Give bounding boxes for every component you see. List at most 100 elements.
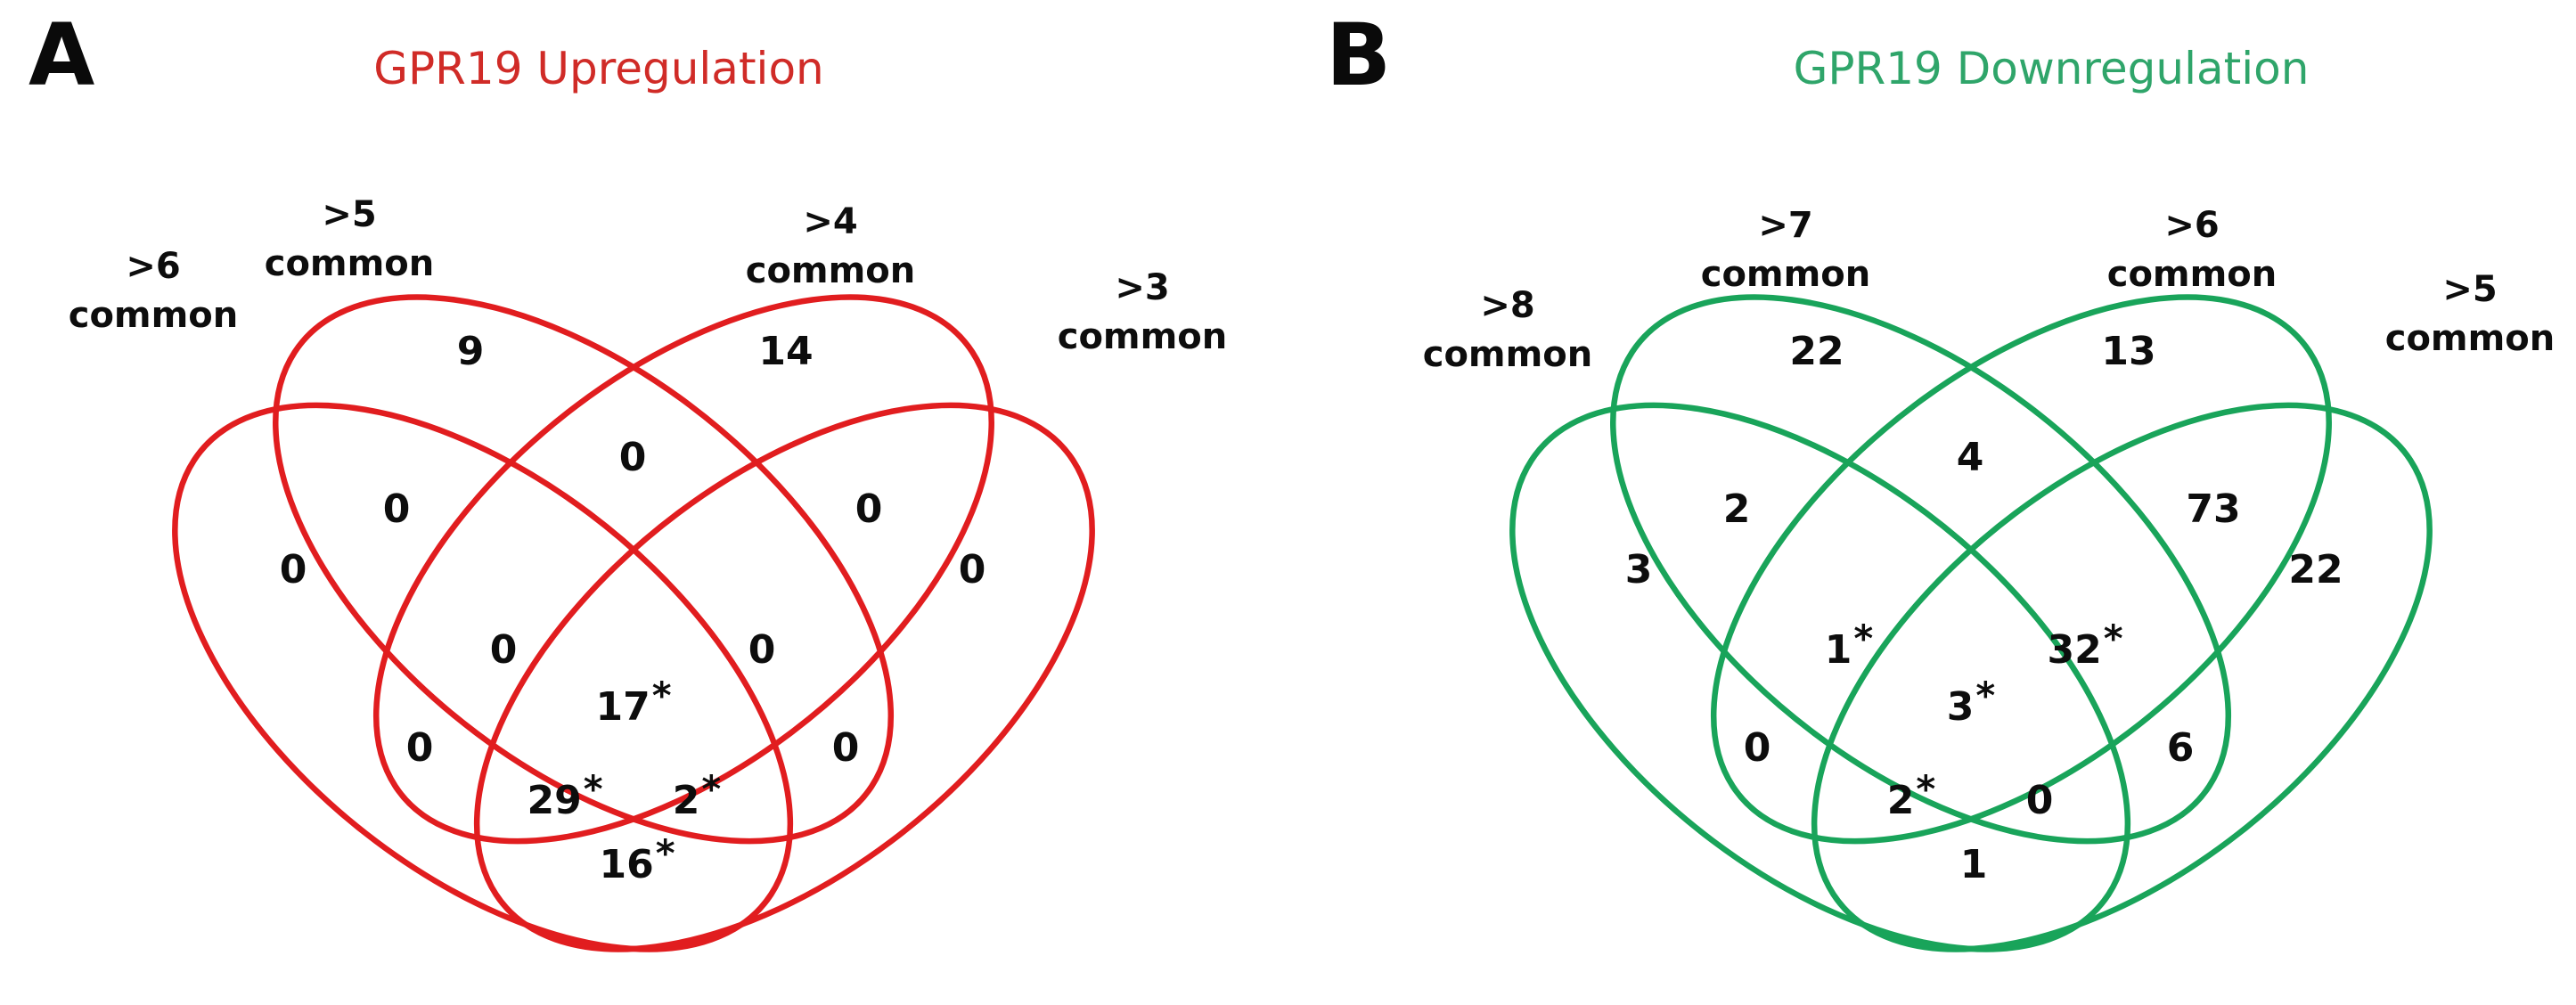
venn-cell-set1-set2: 0 bbox=[383, 490, 413, 529]
cell-value: 0 bbox=[489, 627, 518, 673]
cell-value: 22 bbox=[1789, 329, 1844, 374]
set-label-line1: >5 bbox=[2442, 269, 2498, 310]
venn-cell-set2-set3: 4 bbox=[1957, 438, 1986, 478]
set-label-line2: common bbox=[1422, 334, 1593, 375]
venn-cell-set4-only: 22 bbox=[2288, 551, 2344, 590]
cell-value: 16 bbox=[599, 842, 654, 887]
panel-a-letter: A bbox=[29, 5, 95, 105]
cell-value: 2 bbox=[1886, 778, 1915, 823]
set-label-line2: common bbox=[264, 243, 435, 284]
venn-cell-set2-set4: 0 bbox=[832, 729, 862, 768]
ellipse-set2 bbox=[1525, 188, 2316, 950]
venn-cell-set2-set3-set4: 32* bbox=[2047, 619, 2122, 670]
set-label-line2: common bbox=[68, 295, 239, 336]
cell-value: 14 bbox=[758, 329, 814, 374]
venn-diagram-upregulation bbox=[175, 297, 1092, 950]
venn-cell-set1-set2-set4: 0 bbox=[2026, 781, 2056, 821]
venn-cell-set1-set3-set4: 2* bbox=[1886, 770, 1935, 823]
cell-value: 0 bbox=[618, 435, 647, 480]
panel-b-letter: B bbox=[1326, 5, 1392, 105]
set-label-line2: common bbox=[2106, 254, 2278, 295]
cell-value: 3 bbox=[1624, 547, 1653, 592]
cell-value: 0 bbox=[405, 725, 434, 771]
cell-value: 0 bbox=[2025, 778, 2054, 823]
cell-value: 0 bbox=[748, 627, 776, 673]
venn-cell-set1-set3: 0 bbox=[1744, 729, 1773, 768]
set-label-line2: common bbox=[2384, 318, 2556, 359]
cell-value: 0 bbox=[831, 725, 860, 771]
set-label-gt6-common: >6 common bbox=[69, 242, 239, 340]
cell-value: 6 bbox=[2166, 725, 2195, 771]
cell-value: 1 bbox=[1959, 842, 1988, 887]
venn-cell-set1-set3-set4: 29* bbox=[527, 770, 602, 823]
venn-cell-set1-set2: 2 bbox=[1723, 490, 1753, 529]
set-label-gt7-common: >7 common bbox=[1701, 201, 1871, 299]
venn-cell-set1-set2-set4: 2* bbox=[672, 770, 721, 823]
venn-cell-set2-set4: 6 bbox=[2167, 729, 2196, 768]
set-label-line2: common bbox=[745, 250, 916, 291]
ellipse-set4 bbox=[1727, 297, 2517, 1005]
cell-value: 4 bbox=[1956, 435, 1984, 480]
cell-star: * bbox=[701, 766, 722, 811]
cell-value: 3 bbox=[1946, 684, 1975, 730]
venn-cell-set3-set4: 0 bbox=[855, 490, 885, 529]
venn-cell-set2-only: 22 bbox=[1789, 332, 1845, 372]
cell-value: 0 bbox=[279, 547, 307, 592]
cell-star: * bbox=[655, 830, 675, 875]
venn-cell-set2-only: 9 bbox=[457, 332, 487, 372]
venn-cell-set1-set3: 0 bbox=[406, 729, 436, 768]
cell-value: 0 bbox=[958, 547, 986, 592]
ellipse-set1 bbox=[87, 297, 878, 1005]
venn-cell-set3-only: 13 bbox=[2101, 332, 2157, 372]
set-label-gt4-common: >4 common bbox=[746, 198, 916, 296]
venn-cell-set1-set2-set3: 0 bbox=[490, 631, 519, 670]
panel-a-title: GPR19 Upregulation bbox=[373, 43, 824, 94]
panel-b-title: GPR19 Downregulation bbox=[1793, 43, 2310, 94]
set-label-line1: >7 bbox=[1758, 205, 1813, 246]
venn-cell-set2-set3-set4: 0 bbox=[748, 631, 778, 670]
ellipse-set3 bbox=[1626, 188, 2417, 950]
venn-cell-set3-set4: 73 bbox=[2186, 490, 2242, 529]
cell-star: * bbox=[583, 766, 603, 811]
cell-star: * bbox=[1975, 673, 1996, 717]
venn-cell-set1-set4: 16* bbox=[599, 834, 675, 885]
ellipse-set3 bbox=[289, 188, 1079, 950]
cell-star: * bbox=[2103, 616, 2123, 660]
cell-star: * bbox=[651, 673, 672, 717]
ellipse-set4 bbox=[389, 297, 1180, 1005]
cell-value: 0 bbox=[1743, 725, 1771, 771]
ellipse-set2 bbox=[188, 188, 978, 950]
cell-value: 73 bbox=[2186, 486, 2241, 532]
set-label-gt5-common: >5 common bbox=[265, 191, 435, 289]
cell-value: 22 bbox=[2288, 547, 2343, 592]
set-label-line1: >3 bbox=[1115, 267, 1170, 308]
venn-cell-set1-set2-set3-set4: 3* bbox=[1947, 676, 1995, 727]
venn-cell-set1-set2-set3-set4: 17* bbox=[595, 676, 671, 727]
set-label-gt6-common: >6 common bbox=[2107, 201, 2278, 299]
venn-cell-set1-only: 0 bbox=[280, 551, 309, 590]
cell-value: 13 bbox=[2101, 329, 2156, 374]
venn-cell-set4-only: 0 bbox=[959, 551, 988, 590]
cell-value: 0 bbox=[382, 486, 411, 532]
cell-value: 2 bbox=[1722, 486, 1751, 532]
set-label-line1: >6 bbox=[126, 246, 181, 287]
venn-cell-set3-only: 14 bbox=[758, 332, 814, 372]
cell-value: 9 bbox=[456, 329, 485, 374]
cell-value: 17 bbox=[595, 684, 650, 730]
set-label-gt5-common: >5 common bbox=[2385, 266, 2556, 364]
ellipse-set1 bbox=[1425, 297, 2215, 1005]
cell-value: 0 bbox=[855, 486, 883, 532]
venn-cell-set2-set3: 0 bbox=[619, 438, 649, 478]
set-label-gt3-common: >3 common bbox=[1058, 264, 1228, 362]
set-label-line1: >5 bbox=[322, 194, 377, 235]
set-label-gt8-common: >8 common bbox=[1423, 282, 1593, 380]
set-label-line1: >6 bbox=[2164, 205, 2220, 246]
set-label-line1: >4 bbox=[803, 201, 858, 242]
venn-cell-set1-set2-set3: 1* bbox=[1825, 619, 1873, 670]
cell-value: 32 bbox=[2047, 627, 2102, 673]
cell-value: 29 bbox=[527, 778, 582, 823]
cell-star: * bbox=[1853, 616, 1874, 660]
cell-value: 2 bbox=[672, 778, 700, 823]
venn-diagram-downregulation bbox=[1512, 297, 2430, 950]
